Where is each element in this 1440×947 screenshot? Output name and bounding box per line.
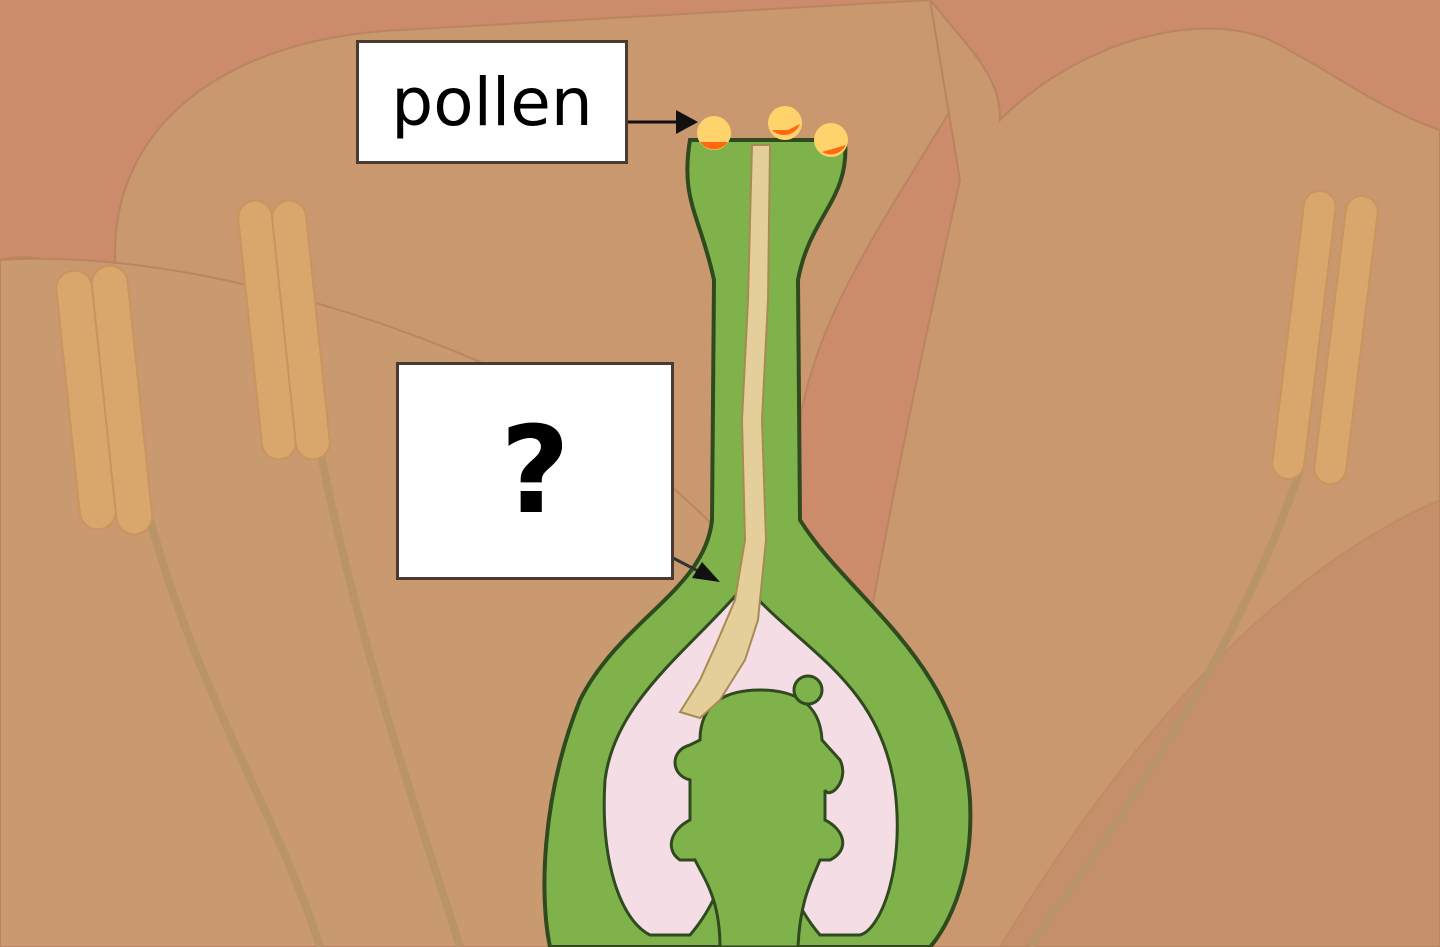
- question-mark-text: ?: [500, 401, 570, 541]
- pollen-label: pollen: [356, 40, 628, 164]
- unknown-part-label: ?: [396, 362, 674, 580]
- pistil: [542, 106, 973, 947]
- unknown-arrow-head: [692, 562, 720, 582]
- stamens: [55, 189, 1379, 947]
- ovule: [669, 688, 845, 947]
- pollen-arrow-head: [676, 110, 698, 134]
- pollen-tube: [678, 144, 772, 720]
- pollen-grains: [697, 106, 848, 157]
- pollen-label-text: pollen: [391, 63, 593, 141]
